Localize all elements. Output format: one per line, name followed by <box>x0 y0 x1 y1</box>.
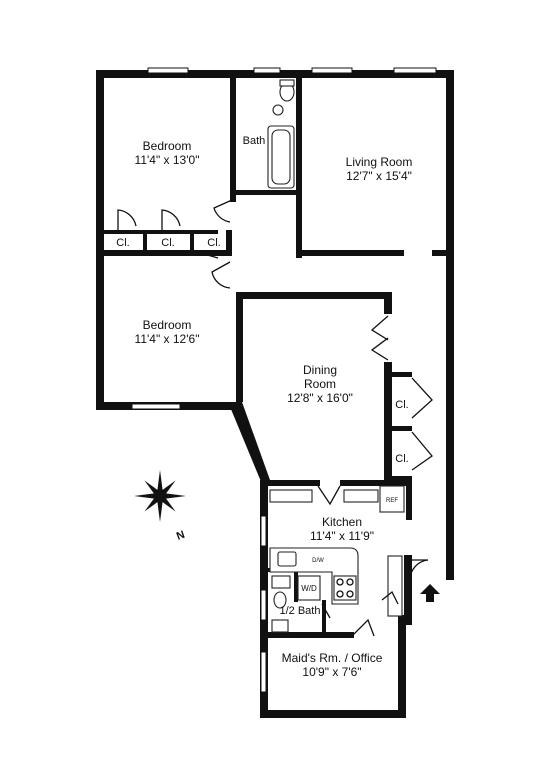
closet-label: Cl. <box>395 399 408 411</box>
maids-room-name: Maid's Rm. / Office <box>282 651 383 665</box>
maids-room-dims: 10'9" x 7'6" <box>302 665 361 679</box>
wd-label: W/D <box>301 584 317 593</box>
dining-room-dims: 12'8" x 16'0" <box>287 391 353 405</box>
closet-label: Cl. <box>116 237 129 249</box>
closet-label: Cl. <box>395 453 408 465</box>
compass-north-label: N <box>175 529 187 543</box>
washer-dryer-icon <box>297 575 321 601</box>
kitchen-sink-icon <box>277 551 297 567</box>
entry-arrow-icon <box>420 584 440 602</box>
kitchen-dims: 11'4" x 11'9" <box>310 529 374 543</box>
half-bath-sink-icon <box>271 575 291 589</box>
dining-room-name-1: Dining <box>303 363 337 377</box>
sink-icon <box>272 104 284 116</box>
ref-label: REF <box>386 498 398 504</box>
closet-label: Cl. <box>161 237 174 249</box>
closet-label: Cl. <box>207 237 220 249</box>
half-bath-name: 1/2 Bath <box>280 605 321 617</box>
compass-icon: N <box>134 470 187 543</box>
half-bath-toilet-icon <box>273 591 287 609</box>
dw-label: D/W <box>312 558 324 564</box>
living-room-name: Living Room <box>346 155 413 169</box>
kitchen-name: Kitchen <box>322 515 362 529</box>
closet-labels: Cl. Cl. Cl. Cl. Cl. <box>116 237 408 465</box>
bath-name: Bath <box>243 135 266 147</box>
bedroom-2-name: Bedroom <box>143 318 192 332</box>
stove-icon <box>333 575 357 601</box>
bedroom-1-dims: 11'4" x 13'0" <box>135 153 200 167</box>
refrigerator-icon <box>379 485 405 513</box>
bedroom-1-name: Bedroom <box>143 139 192 153</box>
fixtures: REF D/W W/D <box>267 79 405 633</box>
living-room-dims: 12'7" x 15'4" <box>346 169 412 183</box>
room-labels: Bedroom 11'4" x 13'0" Living Room 12'7" … <box>135 135 413 679</box>
doors <box>117 199 433 637</box>
bedroom-2-dims: 11'4" x 12'6" <box>135 332 200 346</box>
dining-room-name-2: Room <box>304 377 336 391</box>
windows <box>131 67 437 693</box>
